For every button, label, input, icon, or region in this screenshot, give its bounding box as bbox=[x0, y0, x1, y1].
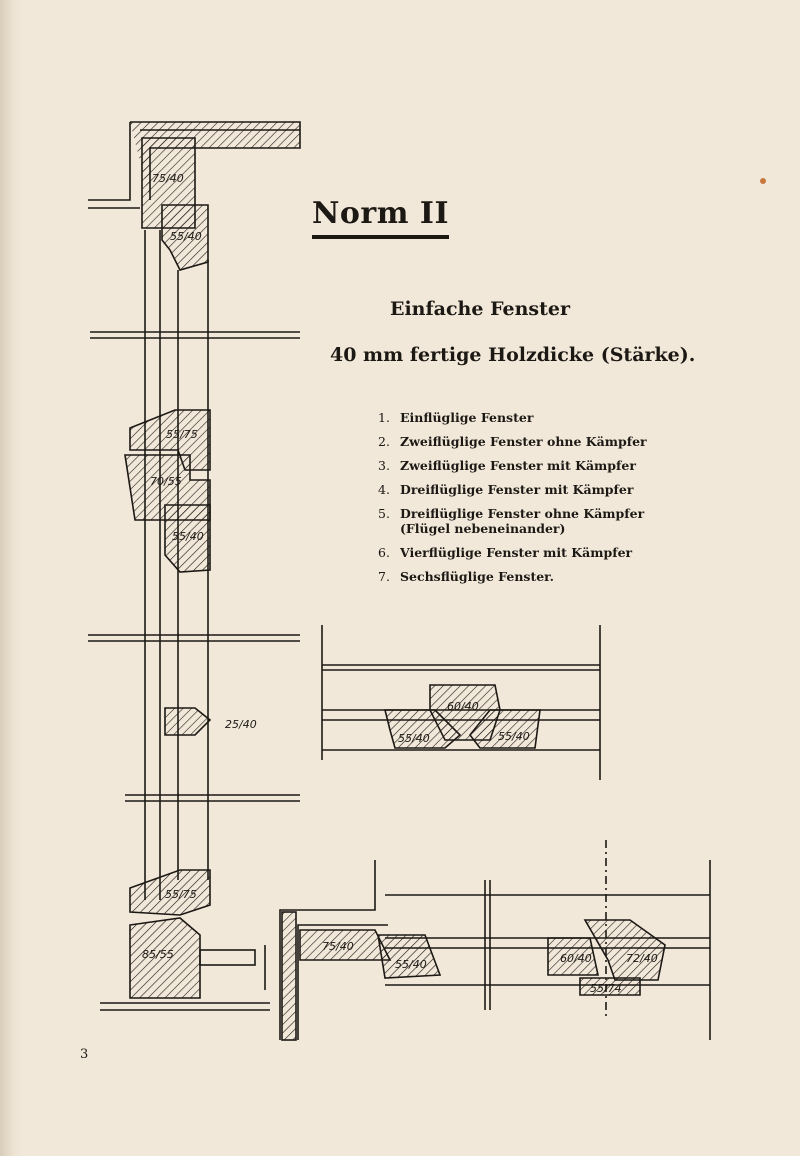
list-item: 5.Dreiflüglige Fenster ohne Kämpfer (Flü… bbox=[378, 506, 645, 536]
list-item: 1.Einflüglige Fenster bbox=[378, 410, 534, 425]
page-number: 3 bbox=[80, 1047, 89, 1062]
vertical-section-drawing bbox=[88, 121, 301, 1011]
dim-label: 25/40 bbox=[225, 718, 257, 731]
dim-label: 55/40 bbox=[170, 230, 202, 243]
dim-label: 55/74 bbox=[590, 982, 622, 995]
list-item: 6.Vierflüglige Fenster mit Kämpfer bbox=[378, 545, 633, 560]
dim-label: 55/75 bbox=[165, 888, 197, 901]
dim-label: 70/55 bbox=[150, 475, 182, 488]
dim-label: 55/40 bbox=[398, 732, 430, 745]
list-item: 7.Sechsflüglige Fenster. bbox=[378, 569, 554, 584]
window-type-list: 1.Einflüglige Fenster 2.Zweiflüglige Fen… bbox=[378, 410, 678, 593]
dim-label: 72/40 bbox=[626, 952, 658, 965]
subtitle: Einfache Fenster bbox=[389, 298, 570, 320]
dim-label: 60/40 bbox=[447, 700, 479, 713]
page-title: Norm II bbox=[312, 196, 449, 239]
list-item: 3.Zweiflüglige Fenster mit Kämpfer bbox=[378, 458, 636, 473]
horizontal-section-bottom-dimensions: 75/40 55/40 60/40 72/40 55/74 bbox=[322, 940, 658, 995]
dim-label: 55/40 bbox=[172, 530, 204, 543]
dim-label: 55/40 bbox=[498, 730, 530, 743]
paper-stain bbox=[760, 178, 766, 184]
dim-label: 75/40 bbox=[152, 172, 184, 185]
dim-label: 55/75 bbox=[166, 428, 198, 441]
title-block: Norm II bbox=[312, 196, 449, 239]
dim-label: 55/40 bbox=[395, 958, 427, 971]
horizontal-section-top-dimensions: 60/40 55/40 55/40 bbox=[398, 700, 530, 745]
horizontal-section-drawing-top bbox=[321, 625, 601, 780]
vertical-section-dimensions: 75/40 55/40 55/75 70/55 55/40 25/40 55/7… bbox=[142, 172, 257, 961]
page-edge bbox=[0, 0, 22, 1156]
subtitle-thickness: 40 mm fertige Holzdicke (Stärke). bbox=[330, 344, 696, 366]
dim-label: 85/55 bbox=[142, 948, 174, 961]
horizontal-section-drawing-bottom bbox=[279, 840, 711, 1041]
list-item: 4.Dreiflüglige Fenster mit Kämpfer bbox=[378, 482, 634, 497]
dim-label: 75/40 bbox=[322, 940, 354, 953]
dim-label: 60/40 bbox=[560, 952, 592, 965]
list-item: 2.Zweiflüglige Fenster ohne Kämpfer bbox=[378, 434, 647, 449]
